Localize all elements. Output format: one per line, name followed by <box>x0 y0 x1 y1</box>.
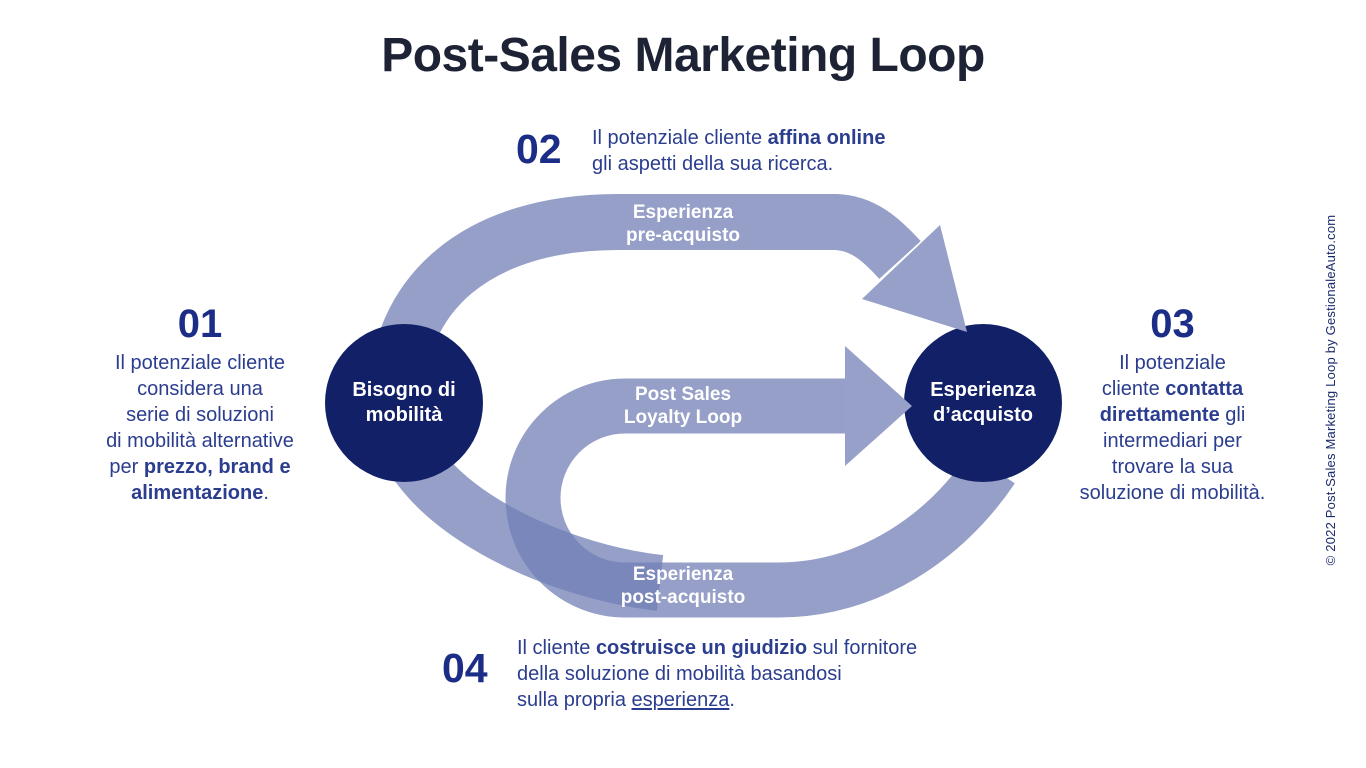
node-label-line: mobilità <box>365 404 443 426</box>
step-01-number: 01 <box>177 302 223 346</box>
band-label-line: Esperienza <box>632 202 734 223</box>
page-title: Post-Sales Marketing Loop <box>381 29 985 82</box>
step-02-text: Il potenziale cliente affina online gli … <box>592 125 885 177</box>
step-04-text: Il cliente costruisce un giudizio sul fo… <box>517 635 917 713</box>
node-label-line: d’acquisto <box>932 404 1033 426</box>
step-02-number: 02 <box>516 126 562 172</box>
step-02-line: Il potenziale cliente affina online <box>592 127 886 149</box>
step-04-line: della soluzione di mobilità basandosi <box>517 663 842 685</box>
node-esperienza-dacquisto: Esperienza d’acquisto <box>904 324 1062 482</box>
step-03-line: Il potenziale <box>1119 352 1226 374</box>
band-label-loyalty-loop: Post Sales Loyalty Loop <box>553 383 813 429</box>
step-02-line: gli aspetti della sua ricerca. <box>592 153 834 175</box>
step-04-line: sulla propria esperienza. <box>517 689 735 711</box>
band-label-line: pre-acquisto <box>625 225 741 246</box>
step-03-number: 03 <box>1150 302 1195 346</box>
node-bisogno-di-mobilita: Bisogno di mobilità <box>325 324 483 482</box>
band-label-pre-acquisto: Esperienza pre-acquisto <box>553 201 813 247</box>
step-01-line: considera una <box>137 378 263 400</box>
band-label-post-acquisto: Esperienza post-acquisto <box>553 563 813 609</box>
node-label-line: Esperienza <box>930 379 1036 401</box>
node-label-line: Bisogno di <box>352 379 456 401</box>
step-01-line: alimentazione. <box>131 482 269 504</box>
step-01-line: di mobilità alternative <box>106 430 294 452</box>
step-04-line: Il cliente costruisce un giudizio sul fo… <box>517 637 918 659</box>
step-03-line: cliente contatta <box>1101 378 1244 400</box>
step-03-line: trovare la sua <box>1111 456 1234 478</box>
step-04-number: 04 <box>442 645 488 691</box>
step-01-text: Il potenziale cliente considera una seri… <box>75 350 325 506</box>
step-01-line: per prezzo, brand e <box>109 456 291 478</box>
copyright-vertical-text: © 2022 Post-Sales Marketing Loop by Gest… <box>1323 214 1338 566</box>
step-03-line: direttamente gli <box>1099 404 1246 426</box>
loyalty-loop-arrowhead-icon <box>845 346 912 466</box>
loyalty-loop-band <box>505 378 1015 618</box>
band-label-line: Loyalty Loop <box>623 407 743 428</box>
step-03-text: Il potenziale cliente contatta direttame… <box>1050 350 1295 506</box>
band-label-line: post-acquisto <box>620 587 746 608</box>
step-01-line: serie di soluzioni <box>126 404 274 426</box>
band-label-line: Esperienza <box>632 564 734 585</box>
step-03-line: intermediari per <box>1103 430 1242 452</box>
pre-purchase-arrowhead-icon <box>862 225 967 332</box>
step-03-line: soluzione di mobilità. <box>1079 482 1266 504</box>
step-01-line: Il potenziale cliente <box>114 352 286 374</box>
band-label-line: Post Sales <box>634 384 732 405</box>
